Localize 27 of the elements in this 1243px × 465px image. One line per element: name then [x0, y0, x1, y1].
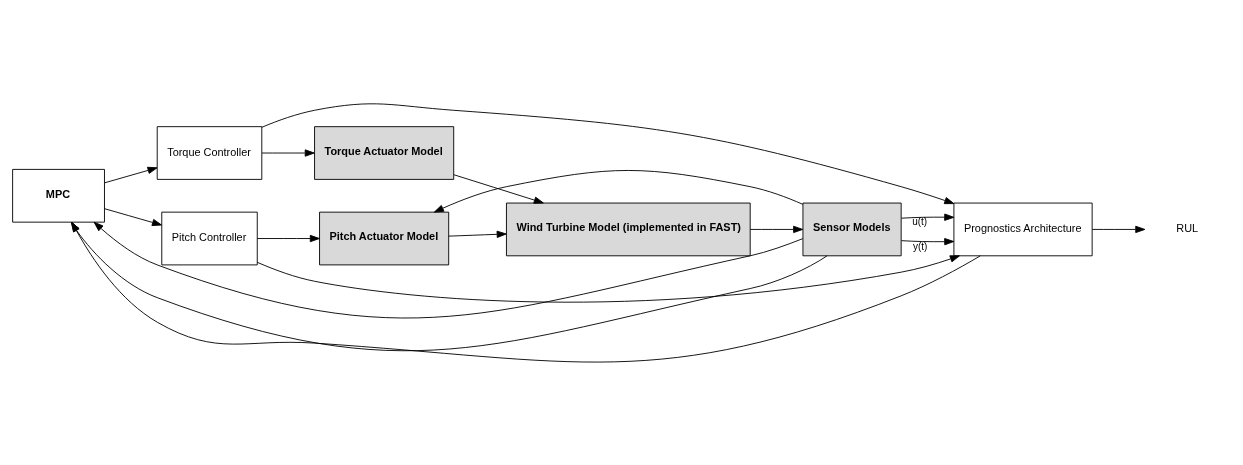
arrow [900, 237, 955, 245]
arrow [70, 221, 828, 351]
node-box: Sensor Models [802, 202, 902, 256]
edge-label: u(t) [912, 215, 928, 227]
node-box: Torque Controller [156, 125, 263, 180]
edge-label: y(t) [912, 240, 928, 252]
node-box: Pitch Actuator Model [319, 211, 450, 265]
arrow [104, 166, 158, 183]
arrow [448, 230, 507, 238]
arrow [261, 102, 955, 204]
arrow [1091, 225, 1146, 233]
node-box: Wind Turbine Model (implemented in FAST) [506, 202, 751, 256]
arrow [256, 254, 960, 302]
node-box: Pitch Controller [161, 211, 258, 265]
arrow [453, 173, 544, 204]
node-box: Torque Actuator Model [314, 125, 455, 180]
node-text: RUL [1176, 221, 1199, 234]
arrow [104, 207, 162, 226]
arrow [900, 213, 955, 221]
arrow [93, 221, 804, 318]
arrow [71, 221, 981, 362]
arrow [261, 148, 315, 157]
arrow [433, 169, 804, 213]
node-box: Prognostics Architecture [953, 202, 1093, 256]
arrow [256, 234, 320, 242]
node-box: MPC [12, 168, 105, 223]
arrow [749, 225, 804, 233]
